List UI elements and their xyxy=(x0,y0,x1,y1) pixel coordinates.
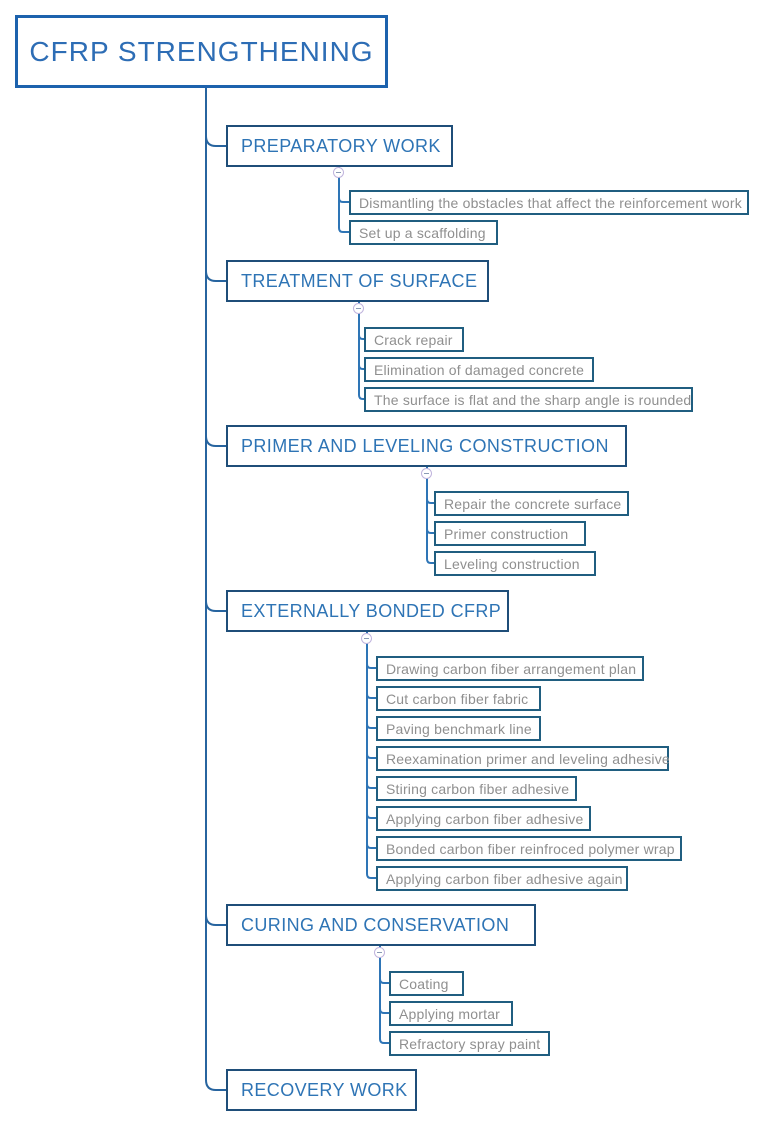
children-connector-primer xyxy=(426,467,434,564)
children-connector-treatment xyxy=(358,302,364,400)
subtopic-node[interactable]: Drawing carbon fiber arrangement plan xyxy=(376,656,644,681)
subtopic-node[interactable]: Applying carbon fiber adhesive xyxy=(376,806,591,831)
subtopic-node[interactable]: Crack repair xyxy=(364,327,464,352)
subtopic-node[interactable]: The surface is flat and the sharp angle … xyxy=(364,387,693,412)
children-connector-preparatory xyxy=(338,167,349,233)
minus-circle-icon[interactable] xyxy=(333,167,344,178)
subtopic-node[interactable]: Coating xyxy=(389,971,464,996)
subtopic-node[interactable]: Stiring carbon fiber adhesive xyxy=(376,776,577,801)
subtopic-node[interactable]: Refractory spray paint xyxy=(389,1031,550,1056)
minus-circle-icon[interactable] xyxy=(361,633,372,644)
branch-topic-preparatory-work[interactable]: PREPARATORY WORK xyxy=(226,125,453,167)
subtopic-node[interactable]: Set up a scaffolding xyxy=(349,220,498,245)
subtopic-node[interactable]: Elimination of damaged concrete xyxy=(364,357,594,382)
children-connector-externally xyxy=(366,632,376,879)
branch-topic-externally-bonded-cfrp[interactable]: EXTERNALLY BONDED CFRP xyxy=(226,590,509,632)
branch-topic-treatment-of-surface[interactable]: TREATMENT OF SURFACE xyxy=(226,260,489,302)
subtopic-node[interactable]: Paving benchmark line xyxy=(376,716,541,741)
subtopic-node[interactable]: Cut carbon fiber fabric xyxy=(376,686,541,711)
branch-topic-primer-and-leveling[interactable]: PRIMER AND LEVELING CONSTRUCTION xyxy=(226,425,627,467)
branch-topic-curing-and-conservation[interactable]: CURING AND CONSERVATION xyxy=(226,904,536,946)
branch-topic-recovery-work[interactable]: RECOVERY WORK xyxy=(226,1069,417,1111)
minus-circle-icon[interactable] xyxy=(353,303,364,314)
children-connector-curing xyxy=(379,946,389,1044)
trunk-connector xyxy=(205,88,227,1091)
subtopic-node[interactable]: Applying mortar xyxy=(389,1001,513,1026)
subtopic-node[interactable]: Reexamination primer and leveling adhesi… xyxy=(376,746,670,771)
minus-circle-icon[interactable] xyxy=(421,468,432,479)
root-topic-cfrp-strengthening[interactable]: CFRP STRENGTHENING xyxy=(15,15,388,88)
subtopic-node[interactable]: Primer construction xyxy=(434,521,586,546)
subtopic-node[interactable]: Bonded carbon fiber reinfroced polymer w… xyxy=(376,836,682,861)
minus-circle-icon[interactable] xyxy=(374,947,385,958)
subtopic-node[interactable]: Repair the concrete surface xyxy=(434,491,629,516)
subtopic-node[interactable]: Applying carbon fiber adhesive again xyxy=(376,866,628,891)
subtopic-node[interactable]: Dismantling the obstacles that affect th… xyxy=(349,190,749,215)
subtopic-node[interactable]: Leveling construction xyxy=(434,551,596,576)
